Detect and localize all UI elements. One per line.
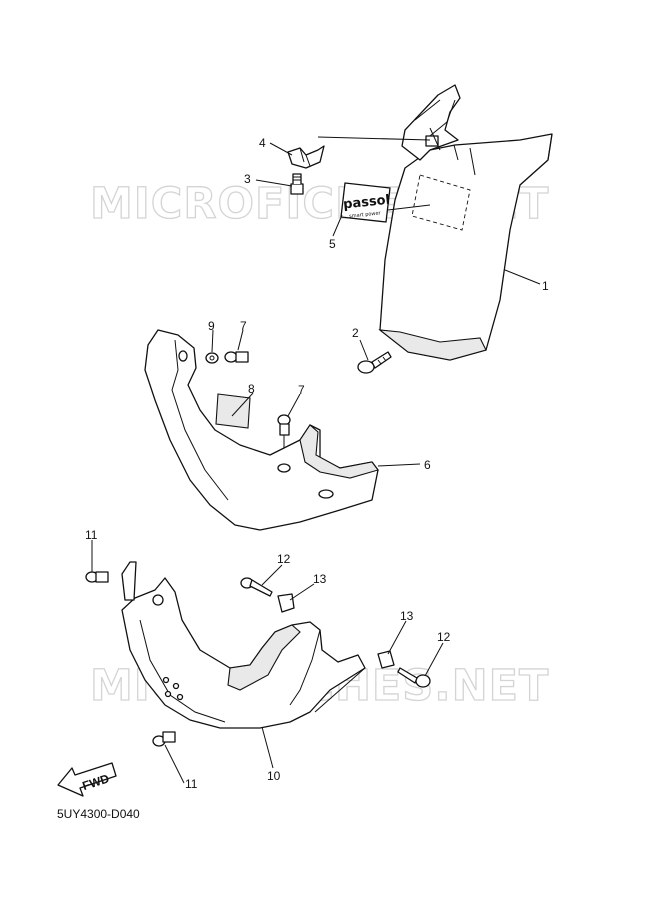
part-screw-12-lower: [397, 667, 431, 688]
callout-11-lower: 11: [185, 777, 198, 791]
sticker-logo: passol: [343, 193, 391, 213]
part-screw-2: [357, 351, 392, 374]
diagram-code: 5UY4300-D040: [57, 807, 140, 821]
callout-12-lower: 12: [437, 630, 451, 644]
callout-5: 5: [329, 237, 336, 251]
callout-11-upper: 11: [85, 528, 98, 542]
fwd-arrow: FWD: [57, 762, 117, 797]
callout-13-lower: 13: [400, 609, 414, 623]
callout-3: 3: [244, 172, 251, 186]
part-bolt-7-lower: [277, 414, 291, 448]
part-sticker: passol smart power: [340, 182, 391, 223]
part-nut-13-lower: [377, 650, 395, 669]
part-middle-cover: [144, 329, 379, 531]
callout-10: 10: [267, 769, 281, 783]
callout-8: 8: [248, 382, 255, 396]
part-under-cover: [121, 561, 366, 729]
callout-1: 1: [542, 279, 549, 293]
part-bolt-11-lower: [152, 731, 176, 747]
callout-13-upper: 13: [313, 572, 327, 586]
part-screw-12-upper: [240, 577, 273, 597]
part-clip: [287, 145, 325, 169]
callouts: 1 2 3 4 5 6 7 7 8 9 10 11 11 12 12 13 13: [85, 136, 549, 791]
part-front-cover: [378, 84, 553, 361]
callout-2: 2: [352, 326, 359, 340]
part-nut-13-upper: [277, 593, 295, 613]
sticker-subtext: smart power: [349, 210, 382, 219]
part-label-8: [215, 393, 251, 429]
callout-9: 9: [208, 319, 215, 333]
callout-7-upper: 7: [240, 319, 247, 333]
callout-6: 6: [424, 458, 431, 472]
part-washer: [205, 352, 219, 364]
part-bolt-11-upper: [85, 571, 109, 583]
callout-12-upper: 12: [277, 552, 291, 566]
leader-lines: [91, 136, 541, 784]
part-bolt-7-upper: [224, 351, 249, 363]
callout-4: 4: [259, 136, 266, 150]
callout-7-lower: 7: [298, 383, 305, 397]
part-bolt-3: [290, 173, 304, 195]
